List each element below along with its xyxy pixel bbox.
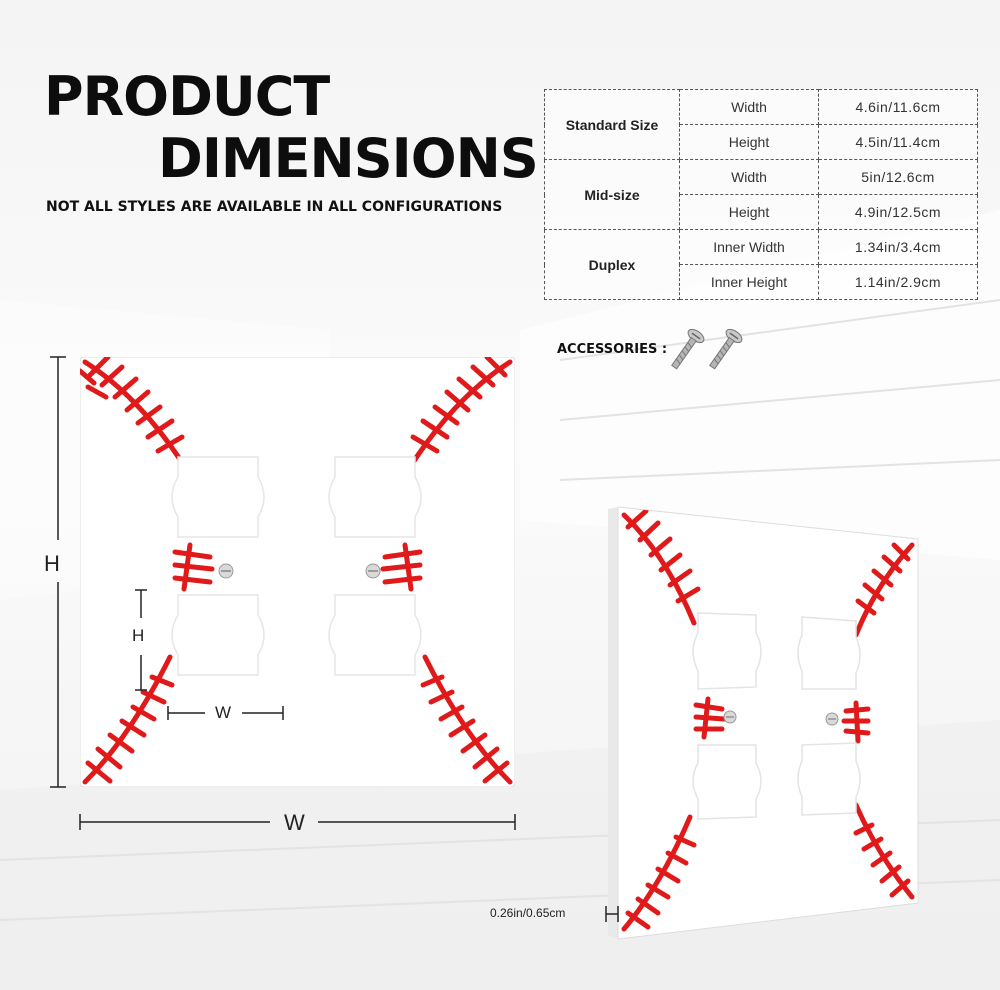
dimension-value: 4.9in/12.5cm <box>818 194 978 230</box>
wall-plate-angled <box>608 506 919 940</box>
dimension-label: Width <box>679 89 819 125</box>
dimension-label: Inner Width <box>679 229 819 265</box>
dimension-label: Width <box>679 159 819 195</box>
table-row: Height 4.9in/12.5cm <box>545 194 978 230</box>
dimension-value: 4.5in/11.4cm <box>818 124 978 160</box>
title-line-2: DIMENSIONS <box>158 127 539 190</box>
dimension-value: 4.6in/11.6cm <box>818 89 978 125</box>
table-row: Height 4.5in/11.4cm <box>545 124 978 160</box>
wall-plate-front <box>80 357 515 787</box>
table-row: Standard Size Width 4.6in/11.6cm <box>544 89 978 160</box>
outlet-width-label: W <box>215 703 232 722</box>
group-mid-size: Mid-size <box>544 159 680 230</box>
plate-height-label: H <box>44 551 60 576</box>
dimension-label: Height <box>679 124 819 160</box>
table-row: Duplex Inner Width 1.34in/3.4cm <box>544 229 978 300</box>
screw-icon <box>671 328 743 370</box>
plate-width-label: W <box>284 810 305 835</box>
table-row: Inner Height 1.14in/2.9cm <box>545 264 978 300</box>
group-standard-size: Standard Size <box>544 89 680 160</box>
title-line-1: PRODUCT <box>44 65 330 128</box>
dimension-label: Inner Height <box>679 264 819 300</box>
accessories-label: ACCESSORIES : <box>557 342 668 357</box>
group-duplex: Duplex <box>544 229 680 300</box>
page-title: PRODUCT DIMENSIONS <box>44 65 539 190</box>
table-row: Mid-size Width 5in/12.6cm <box>544 159 978 230</box>
subtitle: NOT ALL STYLES ARE AVAILABLE IN ALL CONF… <box>46 199 503 215</box>
dimension-value: 1.34in/3.4cm <box>818 229 978 265</box>
outlet-height-label: H <box>132 626 145 645</box>
thickness-label: 0.26in/0.65cm <box>490 906 566 920</box>
dimension-value: 1.14in/2.9cm <box>818 264 978 300</box>
dimensions-table: Standard Size Width 4.6in/11.6cm Height … <box>544 89 978 300</box>
dimension-label: Height <box>679 194 819 230</box>
dimension-value: 5in/12.6cm <box>818 159 978 195</box>
